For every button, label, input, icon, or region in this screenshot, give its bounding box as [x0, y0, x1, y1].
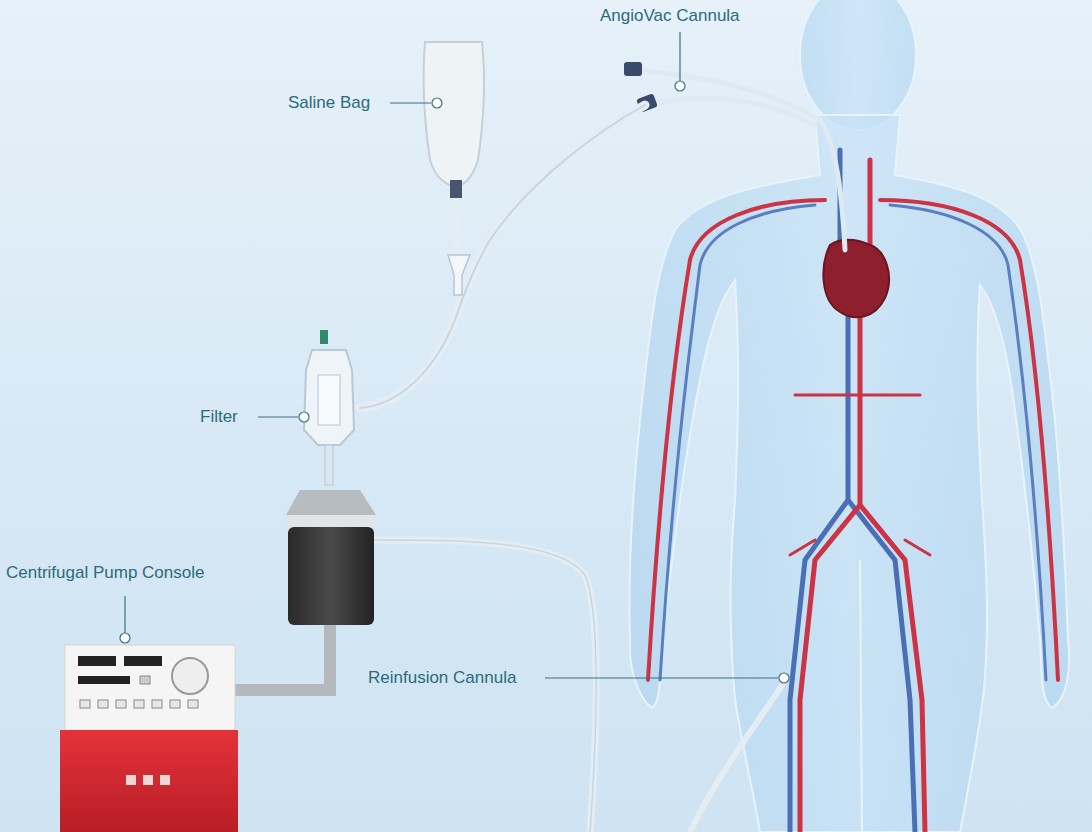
heart	[823, 240, 889, 318]
blood-vessels	[648, 150, 1058, 832]
part-label: Filter	[200, 407, 238, 427]
angiovac-cannula	[624, 62, 845, 250]
part-label: Saline Bag	[288, 93, 370, 113]
saline-bag	[424, 42, 484, 198]
leader-lines	[120, 32, 789, 683]
pump-head	[286, 490, 376, 625]
tubing	[232, 105, 784, 832]
part-label: Centrifugal Pump Console	[6, 563, 204, 583]
pump-console	[60, 645, 238, 832]
y-connector	[448, 255, 470, 295]
part-label: Reinfusion Cannula	[368, 668, 516, 688]
body-silhouette	[629, 0, 1069, 832]
filter	[304, 330, 354, 485]
part-label: AngioVac Cannula	[600, 6, 740, 26]
